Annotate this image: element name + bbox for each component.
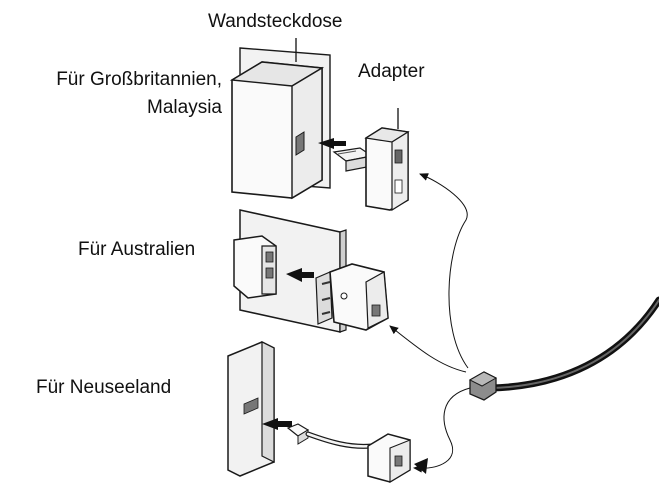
australia-wall-plate (233, 209, 347, 333)
guide-arrow-to-nz-adapter (413, 387, 471, 473)
nz-adapter-cable (286, 423, 411, 483)
guide-arrow-to-uk-adapter (419, 173, 469, 369)
wall-socket-label: Wandsteckdose (208, 11, 343, 32)
uk-label-line2: Malaysia (147, 97, 222, 118)
australia-label: Für Australien (78, 239, 196, 260)
phone-line-cable (488, 296, 659, 392)
uk-wall-socket (229, 61, 325, 200)
arrow-into-uk-socket (318, 138, 346, 149)
uk-adapter (364, 108, 410, 212)
arrow-into-australia-socket (286, 268, 314, 282)
modular-plug (468, 371, 498, 401)
adapter-label: Adapter (358, 61, 425, 82)
new-zealand-label: Für Neuseeland (36, 377, 172, 398)
uk-label-line1: Für Großbritannien, (56, 69, 222, 90)
australia-adapter (315, 263, 389, 331)
guide-arrow-to-australia-adapter (389, 325, 467, 373)
arrow-into-nz-socket (262, 418, 292, 430)
new-zealand-wall-plate (227, 341, 275, 477)
small-arrowhead-nz (414, 458, 428, 474)
